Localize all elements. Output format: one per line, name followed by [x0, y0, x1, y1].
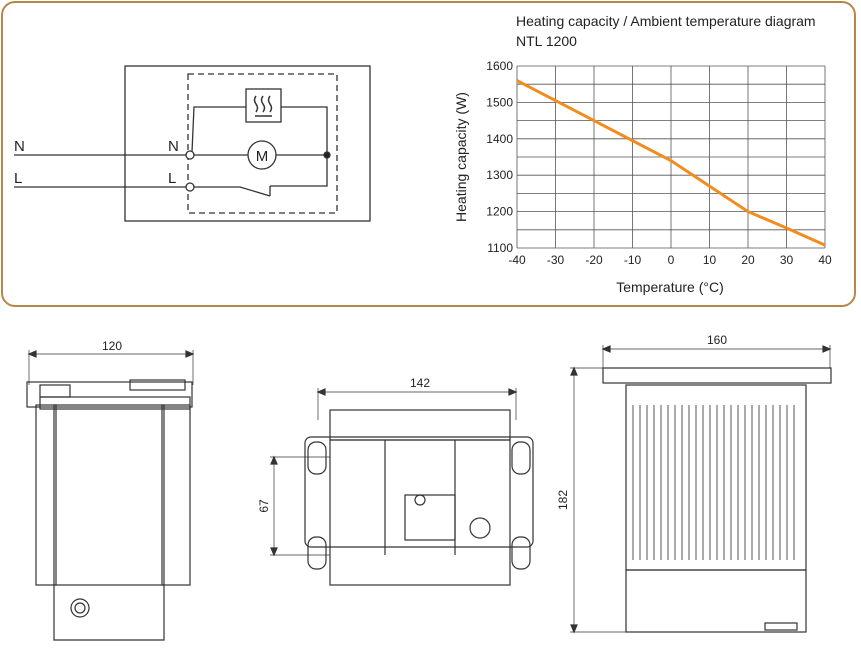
dim-side-width: 120 [102, 339, 122, 353]
x-axis-label: Temperature (°C) [616, 279, 724, 295]
y-axis-label: Heating capacity (W) [453, 92, 469, 222]
chart-title: Heating capacity / Ambient temperature d… [516, 13, 816, 29]
x-tick-label: 40 [818, 253, 832, 267]
dim-top-width: 160 [707, 333, 727, 347]
front-view-drawing [270, 388, 534, 586]
y-tick-label: 1300 [486, 168, 513, 182]
x-tick-label: 20 [741, 253, 755, 267]
motor-label: M [256, 148, 269, 165]
vent-grille [632, 405, 795, 560]
y-tick-label: 1400 [486, 132, 513, 146]
wiring-and-chart-panel [1, 1, 856, 307]
x-tick-label: -20 [585, 253, 603, 267]
top-view-drawing [570, 345, 832, 634]
terminal-label-n: N [168, 138, 179, 155]
x-tick-label: 30 [780, 253, 794, 267]
dim-front-height: 67 [257, 499, 271, 513]
y-tick-label: 1100 [487, 241, 513, 255]
wire-label-l: L [14, 170, 22, 187]
x-tick-label: 10 [703, 253, 717, 267]
wire-label-n: N [14, 138, 25, 155]
y-tick-label: 1600 [486, 59, 513, 73]
y-tick-label: 1500 [486, 95, 513, 109]
chart-subtitle: NTL 1200 [516, 33, 577, 49]
series-line [516, 79, 826, 247]
x-tick-label: 0 [668, 253, 675, 267]
x-tick-label: -40 [508, 253, 526, 267]
x-tick-label: -10 [624, 253, 642, 267]
y-tick-label: 1200 [486, 205, 513, 219]
dim-top-height: 182 [556, 490, 570, 510]
side-view-drawing [26, 350, 195, 641]
x-tick-label: -30 [547, 253, 565, 267]
terminal-label-l: L [168, 170, 176, 187]
heating-chart: -40 -30 -20 -10 0 10 20 30 40 1100 1200 1300 1400 150… [486, 59, 832, 267]
dim-front-width: 142 [410, 376, 430, 390]
wiring-diagram [14, 65, 371, 222]
